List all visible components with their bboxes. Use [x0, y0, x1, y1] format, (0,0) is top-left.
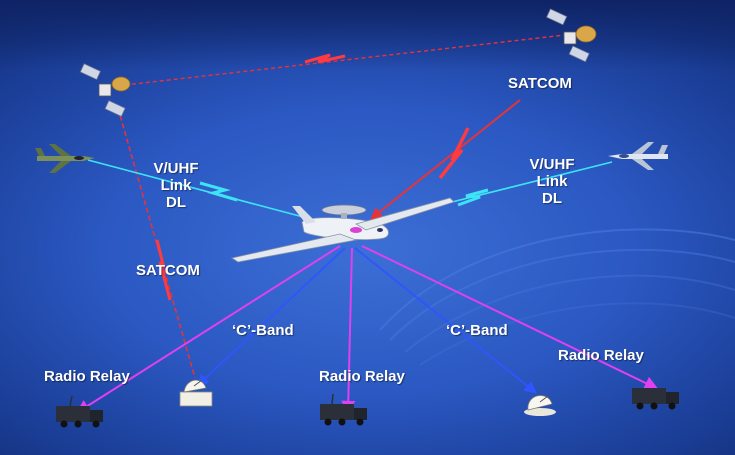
vuhf-label-line: DL [542, 190, 562, 207]
radio-relay-label-right: Radio Relay [558, 347, 644, 364]
vuhf-link-left [87, 159, 323, 223]
satcom-label-left: SATCOM [136, 262, 200, 279]
fighter-jet-icon [608, 142, 668, 170]
vuhf-label-line: DL [166, 194, 186, 211]
satcom-link-right [370, 99, 521, 220]
awacs-aircraft-icon [230, 197, 455, 263]
fighter-jet-icon [35, 144, 95, 173]
satellite-dish-icon [524, 395, 556, 416]
cband-link-left [196, 247, 346, 387]
cband-label-right: ‘C’-Band [446, 322, 508, 339]
satellite-icon [546, 8, 597, 63]
vuhf-label-line: V/UHF [529, 156, 575, 173]
truck-icon [320, 393, 367, 426]
radio-relay-label-center: Radio Relay [319, 368, 405, 385]
satcom-label-top: SATCOM [508, 75, 572, 92]
satellite-icon [79, 63, 131, 117]
vuhf-label-line: V/UHF [153, 160, 199, 177]
truck-icon [632, 388, 679, 410]
cband-link-right [354, 247, 537, 394]
radio-relay-label-left: Radio Relay [44, 368, 130, 385]
radio-relay-link-left [75, 245, 341, 414]
radio-relay-link-right [361, 245, 659, 390]
satellite-crosslink [124, 34, 566, 86]
vuhf-label-right: V/UHF Link DL [520, 156, 584, 207]
cband-label-left: ‘C’-Band [232, 322, 294, 339]
satellite-dish-icon [179, 379, 213, 407]
vuhf-label-left: V/UHF Link DL [144, 160, 208, 211]
radio-relay-link-center [341, 247, 356, 415]
vuhf-label-line: Link [536, 173, 568, 190]
truck-icon [56, 395, 103, 428]
vuhf-label-line: Link [160, 177, 192, 194]
satcom-link-left [117, 107, 196, 379]
